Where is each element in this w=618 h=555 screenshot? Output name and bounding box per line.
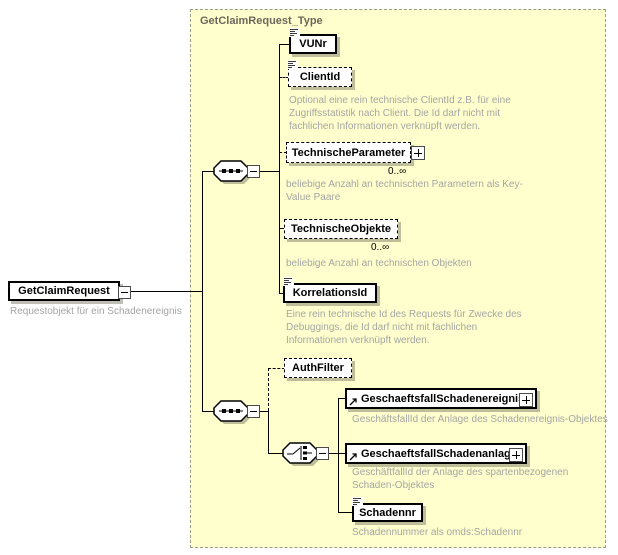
element-label: KorrelationsId <box>292 287 368 299</box>
connector <box>279 44 280 293</box>
annotation: Eine rein technische Id des Requests für… <box>286 309 522 346</box>
element-label: VUNr <box>299 38 327 50</box>
choice-compositor-icon[interactable] <box>282 442 334 468</box>
occurrence-label: 0..∞ <box>371 242 390 253</box>
sequence-compositor-icon[interactable] <box>213 160 265 186</box>
complex-type-title: GetClaimRequest_Type <box>200 15 323 27</box>
reference-arrow-icon <box>349 453 357 461</box>
annotation: beliebige Anzahl an technischen Objekten <box>286 258 472 269</box>
collapse-icon[interactable] <box>316 447 329 460</box>
collapse-icon[interactable] <box>247 165 260 178</box>
connector-optional <box>268 368 285 369</box>
element-label: AuthFilter <box>292 362 344 374</box>
element-geschaeftsfallschadenanlage[interactable]: GeschaeftsfallSchadenanlage <box>345 443 527 464</box>
element-label: Schadennr <box>359 506 416 519</box>
element-geschaeftsfallschadenereignis[interactable]: GeschaeftsfallSchadenereignis <box>345 388 537 409</box>
connector-optional <box>268 368 269 411</box>
annotation: Schadennummer als omds:Schadennr <box>352 527 523 538</box>
collapse-icon[interactable] <box>247 405 260 418</box>
annotation: beliebige Anzahl an technischen Paramete… <box>286 179 523 203</box>
connector-optional <box>279 152 287 153</box>
connector <box>338 398 339 512</box>
element-label: GeschaeftsfallSchadenereignis <box>361 392 525 405</box>
occurrence-label: 0..∞ <box>388 166 407 177</box>
connector <box>202 171 214 172</box>
element-label: GetClaimRequest <box>18 285 110 297</box>
connector <box>328 453 338 454</box>
connector <box>279 44 290 45</box>
expand-icon[interactable] <box>519 393 533 407</box>
element-clientid[interactable]: ClientId <box>287 60 352 87</box>
annotation: Requestobjekt für ein Schadenereignis <box>10 306 182 317</box>
element-label: TechnischeObjekte <box>290 223 392 235</box>
sequence-compositor-icon[interactable] <box>213 400 265 426</box>
collapse-icon[interactable] <box>118 286 131 299</box>
element-technischeparameter[interactable]: TechnischeParameter <box>286 142 425 163</box>
connector <box>202 411 214 412</box>
connector <box>279 293 284 294</box>
annotation: GeschäftfallId der Anlage des spartenbez… <box>352 467 569 491</box>
annotation: Optional eine rein technische ClientId z… <box>289 95 511 132</box>
text-content-icon <box>283 277 294 286</box>
connector <box>268 411 269 453</box>
element-label: ClientId <box>299 71 341 83</box>
text-content-icon <box>287 60 298 69</box>
expand-icon[interactable] <box>411 146 425 160</box>
connector <box>268 453 283 454</box>
reference-arrow-icon <box>349 398 357 406</box>
connector <box>131 291 202 292</box>
connector <box>338 453 346 454</box>
element-korrelationsid[interactable]: KorrelationsId <box>283 277 377 303</box>
element-getclaimrequest[interactable]: GetClaimRequest <box>8 281 131 301</box>
connector <box>338 398 346 399</box>
connector-optional <box>279 77 289 78</box>
element-schadennr[interactable]: Schadennr <box>352 497 423 522</box>
text-content-icon <box>352 497 363 506</box>
annotation: GeschäftsfallId der Anlage des Schadener… <box>352 414 608 425</box>
connector <box>259 411 269 412</box>
text-content-icon <box>289 28 300 37</box>
element-vunr[interactable]: VUNr <box>289 28 337 54</box>
element-technischeobjekte[interactable]: TechnischeObjekte <box>284 219 398 239</box>
expand-icon[interactable] <box>509 448 523 462</box>
connector <box>202 171 203 411</box>
element-authfilter[interactable]: AuthFilter <box>284 358 352 378</box>
element-label: TechnischeParameter <box>291 146 406 159</box>
connector <box>338 512 353 513</box>
connector <box>259 171 279 172</box>
element-label: GeschaeftsfallSchadenanlage <box>361 447 517 460</box>
connector-optional <box>279 228 285 229</box>
